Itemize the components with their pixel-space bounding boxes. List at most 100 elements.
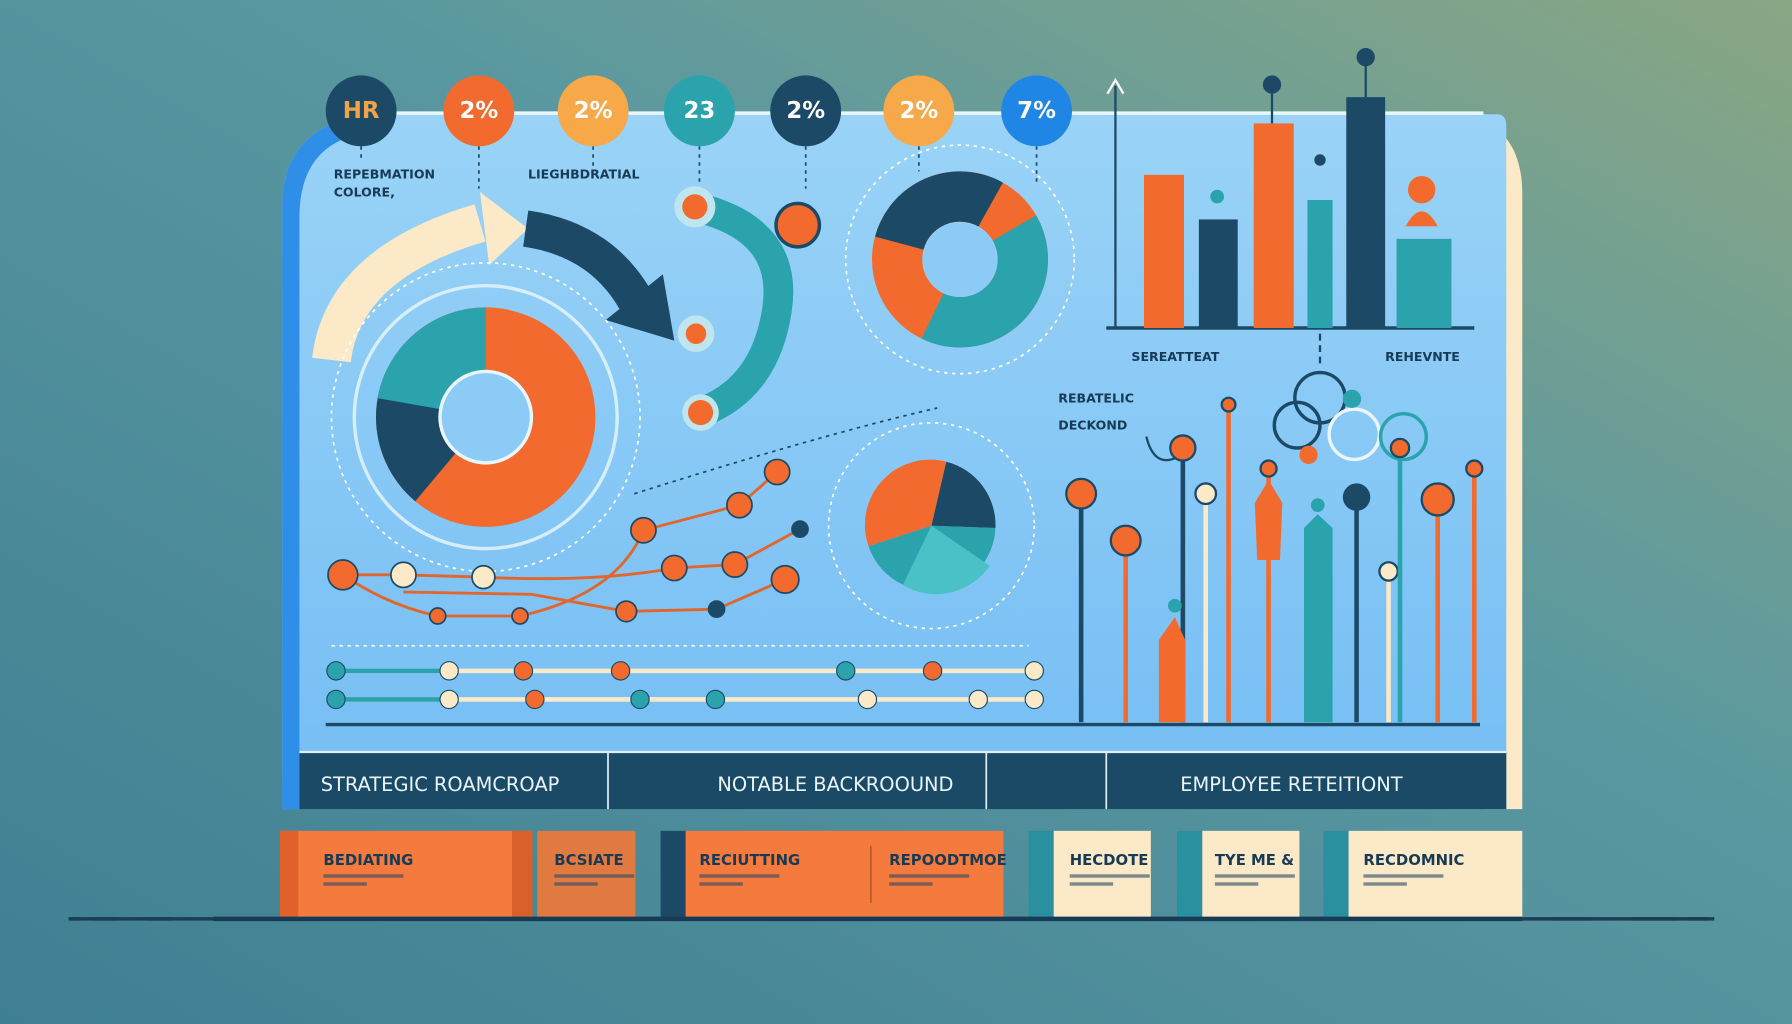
column-shape [1254,480,1283,560]
card-description-lines [889,882,933,886]
metric-badge: 7% [1001,75,1072,147]
lollipop-head [1194,482,1218,506]
badge-circle [770,75,842,147]
badge-value: 7% [1017,98,1056,124]
lollipop-head [1169,434,1197,462]
card-description-lines [554,882,598,886]
data-point [389,561,417,589]
data-point [428,607,447,625]
card-description-lines [554,874,635,878]
bar [1144,174,1184,328]
axis-arrow-icon [1106,77,1125,95]
card-description-lines [1214,882,1259,886]
section-band: STRATEGIC ROAMCROAP NOTABLE BACKROOUND E… [299,750,1507,810]
side-label: REBATELIC [1058,390,1134,405]
timeline-point [326,661,346,681]
card-description-lines [1069,874,1150,878]
info-label: COLORE, [334,185,395,200]
lollipop-head [1259,459,1278,478]
card-title: RECIUTTING [699,851,800,869]
connector-lines [360,146,1038,189]
timeline-point [513,661,534,681]
metric-badge: 2% [557,75,629,147]
badge-value: HR [343,98,380,124]
timeline-point [968,689,988,710]
lollipop-head [1420,482,1455,517]
data-point [770,564,800,594]
data-point [660,554,688,582]
timeline-points [326,661,1044,710]
timeline-point [922,661,943,681]
badge-circle [664,75,735,147]
lollipop-head [1342,483,1371,511]
column-shape [1304,514,1333,723]
pie-chart [827,421,1036,630]
line-chart-points [327,458,809,625]
bar-chart-bars [1144,97,1452,329]
data-point [763,458,791,486]
data-point [707,600,726,618]
badge-value: 2% [459,98,498,124]
timeline-point [1024,689,1044,710]
donut-chart-top [844,144,1076,375]
person-icon [1408,176,1436,204]
data-point [721,551,749,578]
card-description-lines [323,874,404,878]
card-title: BEDIATING [323,851,413,869]
donut-chart-left [330,262,641,573]
card-title: TYE ME & [1215,851,1294,869]
card-title: BCSIATE [554,851,623,869]
badge-circle [557,75,629,147]
card-title: HECDOTE [1070,851,1149,869]
timeline-point [326,689,346,710]
metric-badge: HR [325,75,397,147]
card-description-lines [889,874,970,878]
band-label-strategic: STRATEGIC ROAMCROAP [321,773,560,796]
data-point [615,600,638,623]
card-description-lines [323,882,367,886]
metric-badge: 2% [770,75,842,147]
data-point [471,564,496,590]
data-point [725,491,753,519]
badge-circle [325,75,397,147]
lollipop-head [1465,459,1484,478]
timeline-point [525,689,545,710]
timeline-point [630,689,650,710]
band-label-retention: EMPLOYEE RETEITIONT [1180,773,1403,796]
timeline-point [857,689,878,710]
card-description-lines [1363,882,1407,886]
info-label: REPEBMATION [334,166,435,181]
metric-badge: 23 [664,75,735,147]
timeline-point [1024,661,1044,681]
badge-circle [883,75,955,147]
lollipop-head [1220,396,1237,413]
timeline-point [439,661,459,681]
side-label: DECKOND [1058,418,1127,433]
process-arrows [312,192,675,363]
card-description-lines [699,874,780,878]
badge-value: 23 [684,98,716,124]
bar [1346,97,1386,329]
bar [1198,219,1238,328]
card-description-lines [1069,882,1114,886]
card-title: REPOODTMOE [889,851,1007,869]
data-point [630,516,657,544]
bar-label-right: REHEVNTE [1385,349,1460,364]
timeline-point [610,661,631,681]
bar [1396,238,1452,328]
network-rings [1145,370,1428,464]
timeline-point [836,661,856,681]
arrow-head-icon [605,274,675,341]
lollipop-head [1109,524,1142,557]
badge-value: 2% [574,98,613,124]
metric-badge: 2% [443,75,515,147]
card-title: RECDOMNIC [1363,851,1464,869]
data-point [511,607,529,625]
lollipop-head [1310,498,1325,512]
badge-circle [1001,75,1072,147]
timeline-point [705,689,726,710]
card-texts: BEDIATING BCSIATE RECIUTTING REPOODTMOE HECD… [323,851,1464,886]
timeline-point [439,689,459,710]
